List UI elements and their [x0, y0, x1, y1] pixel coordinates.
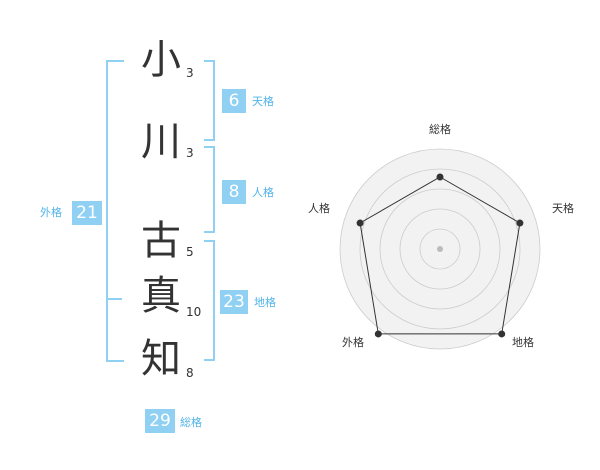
axis-label-soukaku: 総格 — [429, 122, 451, 136]
chikaku-label: 地格 — [254, 296, 276, 309]
radar-shape — [359, 176, 521, 335]
gaikaku-label: 外格 — [40, 206, 62, 219]
jinkaku-badge: 8 — [222, 180, 246, 204]
gaikaku-bracket-tick — [106, 298, 122, 300]
gaikaku-bracket — [106, 60, 124, 362]
radar-center-dot — [437, 246, 443, 252]
stroke-count-4: 10 — [186, 305, 202, 319]
chikaku-badge: 23 — [220, 290, 248, 314]
radar-point — [374, 330, 382, 338]
axis-label-chikaku: 地格 — [512, 335, 534, 349]
name-char-5: 知 — [141, 336, 181, 382]
jinkaku-bracket — [204, 146, 215, 233]
tenkaku-bracket — [204, 60, 215, 141]
radar-point — [498, 330, 506, 338]
gaikaku-badge: 21 — [72, 201, 102, 225]
axis-label-gaikaku: 外格 — [342, 335, 364, 349]
stroke-count-2: 3 — [186, 146, 194, 160]
name-char-3: 古 — [141, 218, 181, 264]
jinkaku-label: 人格 — [252, 186, 274, 199]
radar-point — [356, 219, 364, 227]
name-char-2: 川 — [141, 119, 181, 165]
stroke-count-1: 3 — [186, 66, 194, 80]
chikaku-bracket — [204, 240, 215, 361]
name-char-4: 真 — [141, 273, 181, 319]
stroke-count-3: 5 — [186, 245, 194, 259]
tenkaku-badge: 6 — [222, 89, 246, 113]
radar-point — [516, 219, 524, 227]
soukaku-badge: 29 — [145, 409, 175, 433]
radar-point — [436, 173, 444, 181]
name-char-1: 小 — [141, 37, 181, 83]
soukaku-label: 総格 — [180, 416, 202, 429]
stroke-count-5: 8 — [186, 366, 194, 380]
axis-label-jinkaku: 人格 — [308, 201, 330, 215]
axis-label-tenkaku: 天格 — [552, 201, 574, 215]
tenkaku-label: 天格 — [252, 95, 274, 108]
